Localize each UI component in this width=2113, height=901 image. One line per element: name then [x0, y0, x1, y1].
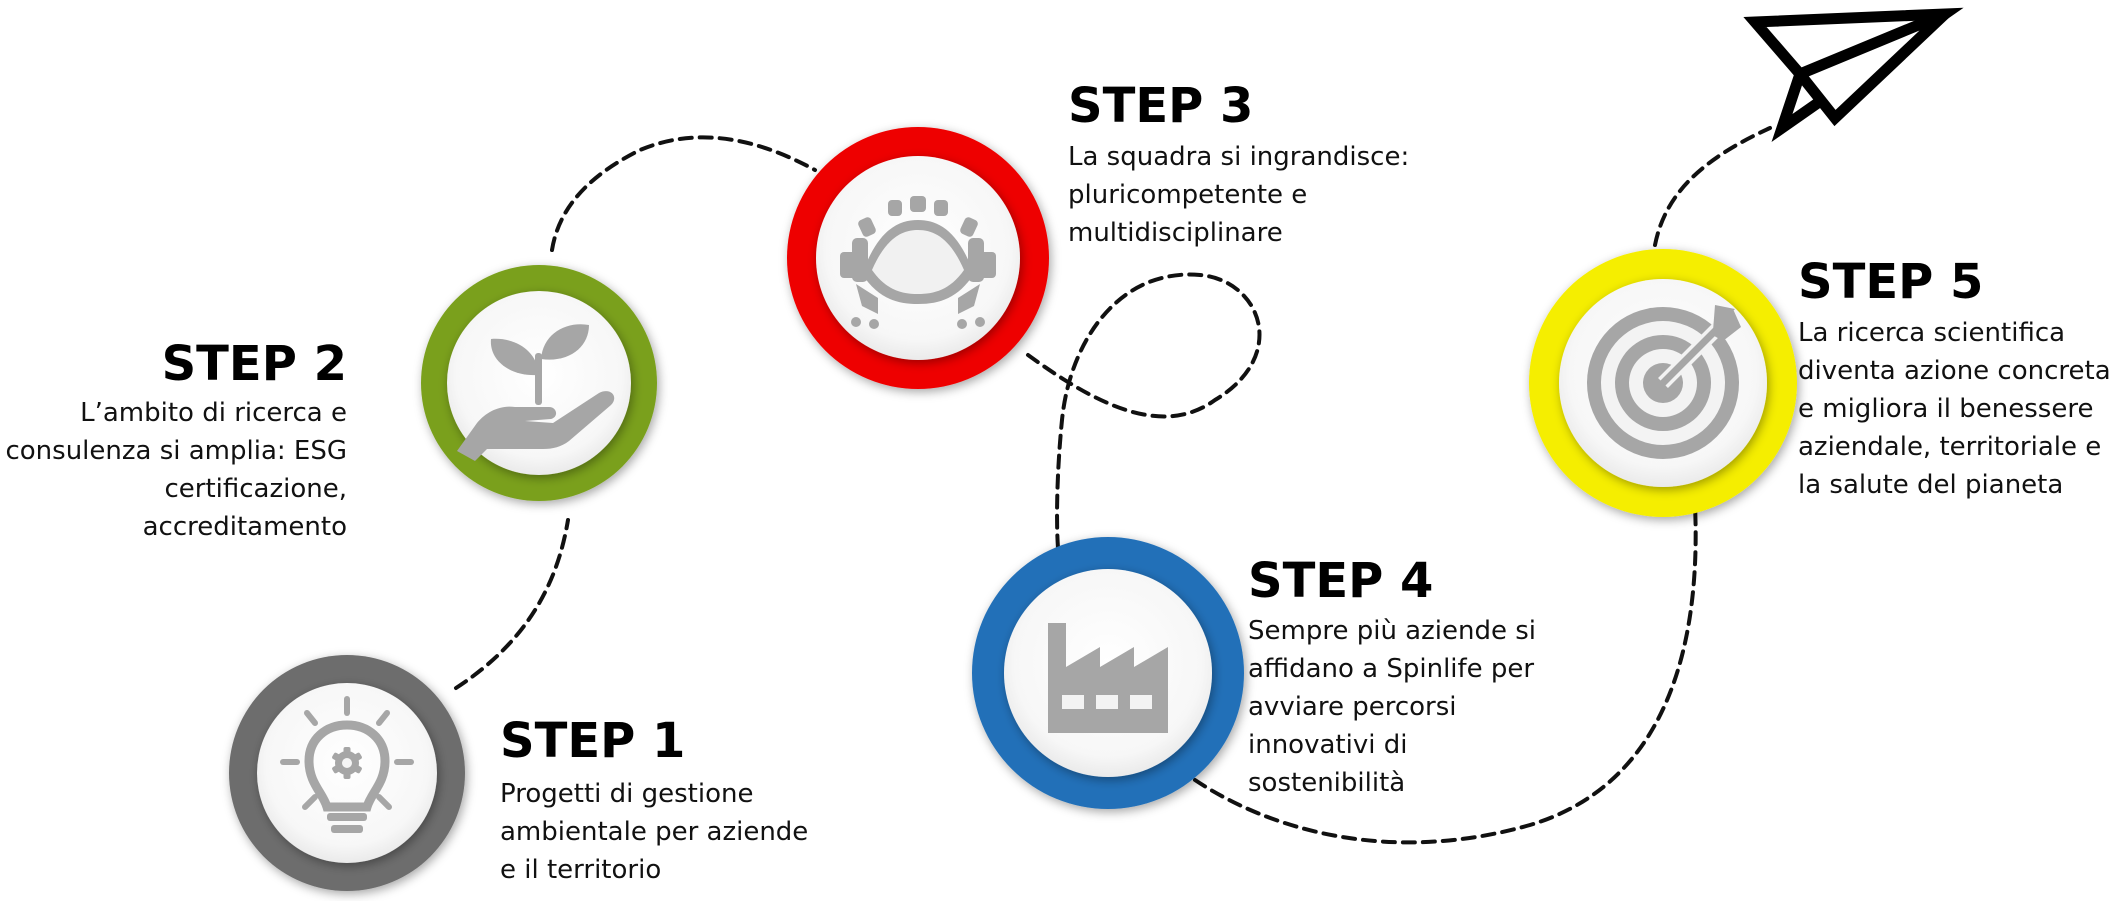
step-4-title: STEP 4 — [1248, 553, 1434, 609]
step-5-title: STEP 5 — [1798, 254, 1984, 310]
step-2-description: L’ambito di ricerca e consulenza si ampl… — [5, 394, 347, 546]
step-4-line: sostenibilità — [1248, 768, 1406, 798]
step-1-badge — [229, 655, 465, 891]
step-4-line: affidano a Spinlife per — [1248, 654, 1535, 684]
path-segment-5-plane — [1653, 126, 1772, 247]
step-2-badge — [421, 265, 657, 501]
step-5-description: La ricerca scientifica diventa azione co… — [1798, 314, 2111, 504]
step-3-badge — [787, 127, 1049, 389]
step-1-line: e il territorio — [500, 855, 662, 885]
step-2-title: STEP 2 — [161, 336, 347, 392]
step-1-line: ambientale per aziende — [500, 817, 809, 847]
step-5-line: e migliora il benessere — [1798, 394, 2094, 424]
step-5-line: La ricerca scientifica — [1798, 318, 2066, 348]
paper-plane-icon — [1743, 7, 1964, 143]
path-segment-2-3 — [550, 135, 817, 252]
hand-plant-icon — [457, 324, 615, 461]
step-4-description: Sempre più aziende si affidano a Spinlif… — [1248, 612, 1536, 802]
step-4-line: innovativi di — [1248, 730, 1408, 760]
step-2-line: accreditamento — [142, 512, 347, 542]
factory-icon — [1048, 623, 1168, 733]
lightbulb-gear-icon — [280, 696, 414, 833]
step-3-line: multidisciplinare — [1068, 218, 1283, 248]
path-segment-4-5 — [1193, 503, 1698, 845]
target-arrow-icon — [1587, 305, 1741, 459]
step-3-line: pluricompetente e — [1068, 180, 1308, 210]
step-2-line: L’ambito di ricerca e — [80, 398, 347, 428]
step-4-line: avviare percorsi — [1248, 692, 1457, 722]
path-segment-1-2 — [454, 518, 570, 690]
step-5-badge — [1529, 249, 1797, 517]
step-5-line: la salute del pianeta — [1798, 470, 2064, 500]
step-1-title: STEP 1 — [500, 713, 686, 769]
path-segment-3-4 — [1026, 272, 1262, 550]
step-3-line: La squadra si ingrandisce: — [1068, 142, 1410, 172]
step-4-line: Sempre più aziende si — [1248, 616, 1536, 646]
step-5-line: diventa azione concreta — [1798, 356, 2111, 386]
step-3-title: STEP 3 — [1068, 78, 1254, 134]
step-5-line: aziendale, territoriale e — [1798, 432, 2102, 462]
step-1-description: Progetti di gestione ambientale per azie… — [500, 775, 808, 889]
dashed-path — [454, 126, 1772, 845]
step-1-line: Progetti di gestione — [500, 779, 754, 809]
step-3-description: La squadra si ingrandisce: pluricompeten… — [1068, 138, 1409, 252]
step-4-badge — [972, 537, 1244, 809]
step-2-line: certificazione, — [164, 474, 347, 504]
meeting-table-icon — [840, 196, 996, 329]
step-2-line: consulenza si amplia: ESG — [5, 436, 347, 466]
